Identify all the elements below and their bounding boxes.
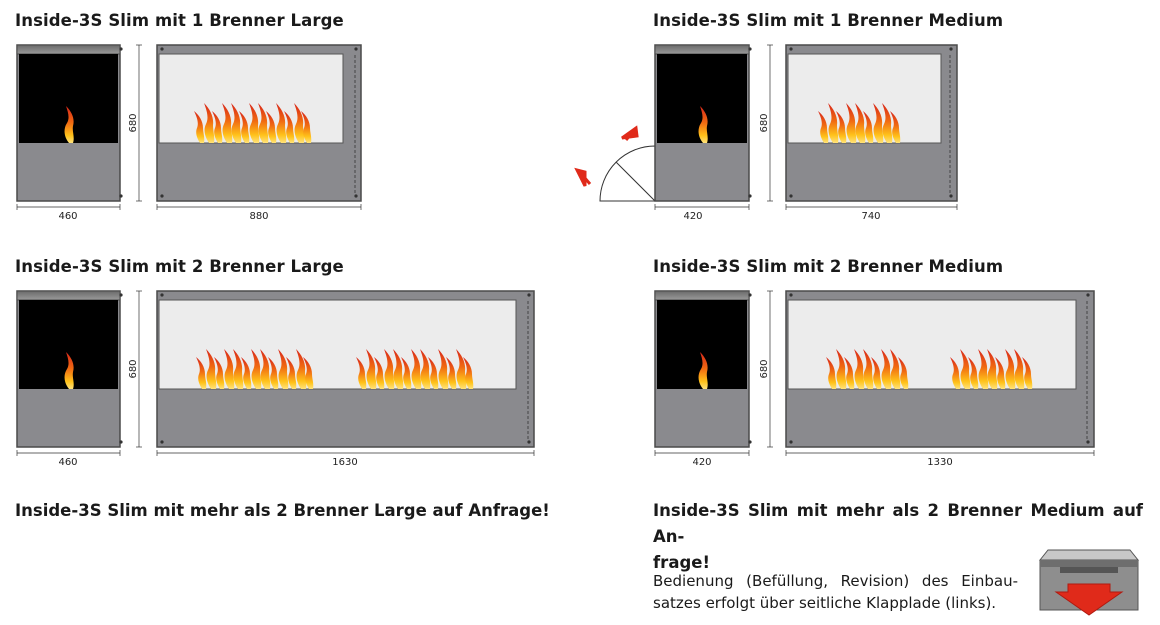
- section-title-1-medium: Inside-3S Slim mit 1 Brenner Medium: [653, 11, 1004, 30]
- height-dim-2-large: 680: [128, 359, 139, 378]
- side-width-dim-1-large: 460: [58, 211, 77, 222]
- dimensions-2-medium: 680 420 1330: [654, 290, 1095, 468]
- side-view-1-large: [16, 44, 123, 202]
- operation-line1: Bedienung (Befüllung, Revision) des Einb…: [653, 572, 1018, 590]
- dimensions-1-large: 680 460 880: [16, 44, 362, 222]
- door-swing-diagram: [574, 125, 656, 202]
- front-view-2-large: [156, 290, 535, 448]
- side-view-2-large: [16, 290, 123, 448]
- note-medium-line1: Inside-3S Slim mit mehr als 2 Brenner Me…: [653, 501, 1143, 546]
- note-large-on-request: Inside-3S Slim mit mehr als 2 Brenner La…: [15, 498, 575, 524]
- front-width-dim-2-medium: 1330: [927, 457, 952, 468]
- side-width-dim-2-large: 460: [58, 457, 77, 468]
- note-medium-line2: frage!: [653, 553, 710, 572]
- front-view-2-medium: [785, 290, 1095, 448]
- side-width-dim-2-medium: 420: [692, 457, 711, 468]
- front-width-dim-1-medium: 740: [861, 211, 880, 222]
- side-drawer-icon: [1038, 549, 1140, 616]
- front-view-1-large: [156, 44, 362, 202]
- height-dim-1-medium: 680: [759, 113, 770, 132]
- front-view-1-medium: [785, 44, 958, 202]
- side-view-1-medium: [654, 44, 752, 202]
- operation-line2: satzes erfolgt über seitliche Klapplade …: [653, 594, 997, 612]
- section-title-2-large: Inside-3S Slim mit 2 Brenner Large: [15, 257, 344, 276]
- side-view-2-medium: [654, 290, 752, 448]
- side-width-dim-1-medium: 420: [683, 211, 702, 222]
- note-large-line: Inside-3S Slim mit mehr als 2 Brenner La…: [15, 501, 550, 520]
- section-title-1-large: Inside-3S Slim mit 1 Brenner Large: [15, 11, 344, 30]
- front-width-dim-2-large: 1630: [332, 457, 357, 468]
- operation-description: Bedienung (Befüllung, Revision) des Einb…: [653, 570, 1018, 614]
- height-dim-1-large: 680: [128, 113, 139, 132]
- dimensions-1-medium: 680 420 740: [654, 44, 958, 222]
- note-medium-on-request: Inside-3S Slim mit mehr als 2 Brenner Me…: [653, 498, 1143, 576]
- dimensions-2-large: 680 460 1630: [16, 290, 535, 468]
- front-width-dim-1-large: 880: [249, 211, 268, 222]
- section-title-2-medium: Inside-3S Slim mit 2 Brenner Medium: [653, 257, 1004, 276]
- height-dim-2-medium: 680: [759, 359, 770, 378]
